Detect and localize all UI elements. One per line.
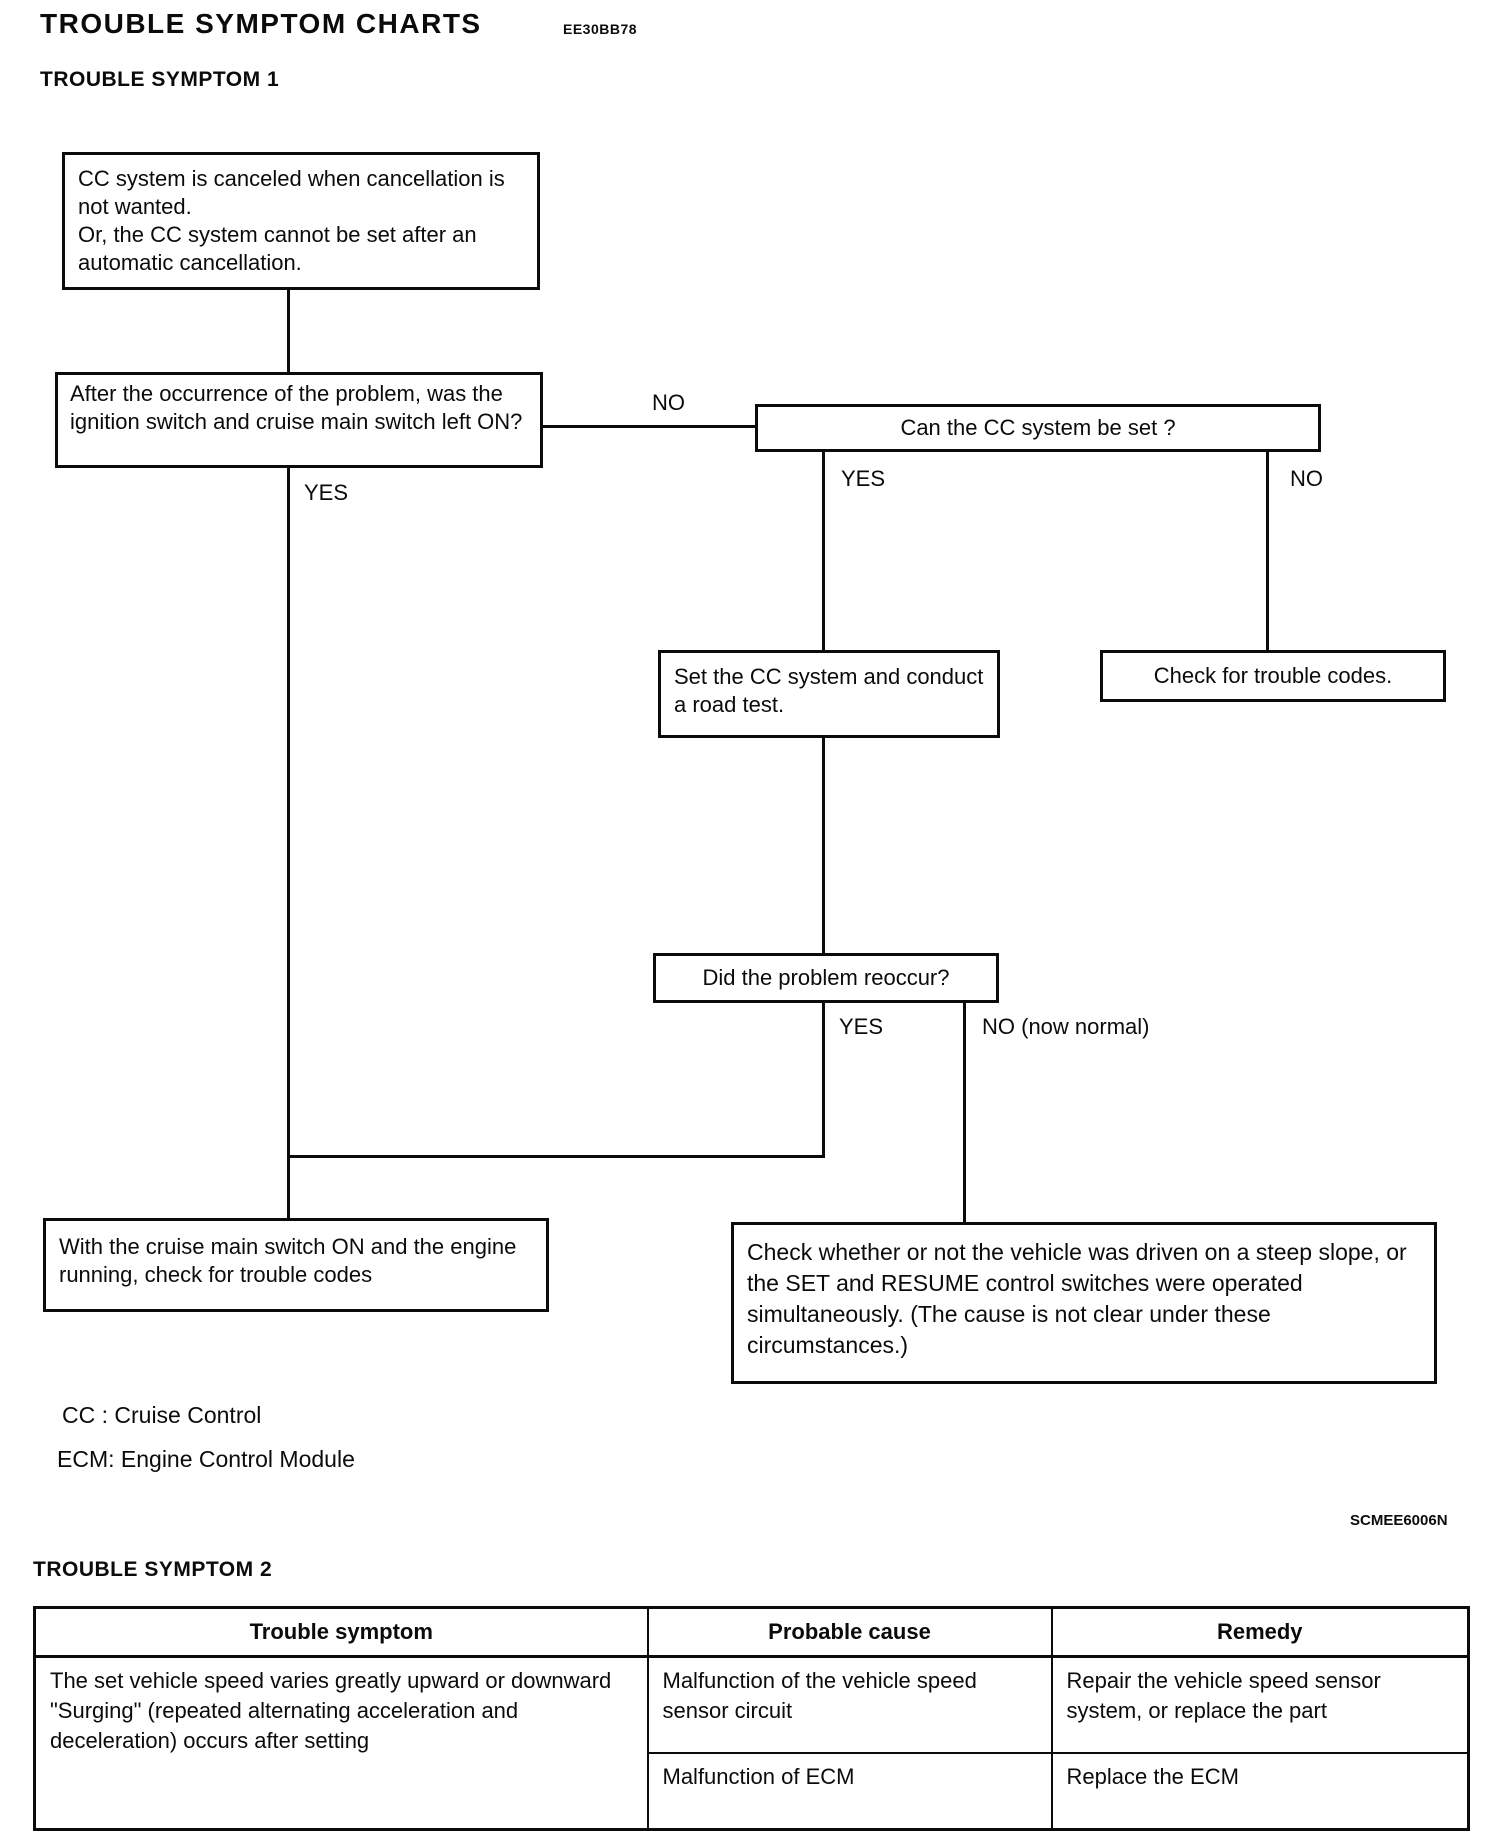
- table-header-cause: Probable cause: [646, 1606, 1053, 1658]
- connector-ignition-yes-long: [287, 460, 290, 1225]
- table-symptom-line: "Surging" (repeated alternating accelera…: [50, 1698, 519, 1753]
- table-cell-cause-1: Malfunction of the vehicle speed sensor …: [646, 1655, 1053, 1754]
- flow-label-no-1: NO: [649, 390, 688, 416]
- connector-roadtest-to-reoccur: [822, 735, 825, 957]
- flow-box-check-codes-engine: With the cruise main switch ON and the e…: [43, 1218, 549, 1312]
- section-2-title: TROUBLE SYMPTOM 2: [33, 1558, 273, 1581]
- flow-label-yes-1: YES: [301, 480, 352, 506]
- page-title-code: EE30BB78: [563, 21, 638, 37]
- connector-junction: [287, 1155, 825, 1158]
- flow-label-no-3: NO (now normal): [979, 1014, 1153, 1040]
- table-header-remedy: Remedy: [1050, 1606, 1470, 1658]
- symptom2-table: Trouble symptom Probable cause Remedy Th…: [33, 1606, 1470, 1831]
- flow-label-no-2: NO: [1287, 466, 1326, 492]
- page-title: TROUBLE SYMPTOM CHARTS: [40, 8, 482, 39]
- table-cell-remedy-2: Replace the ECM: [1050, 1752, 1470, 1831]
- connector-symptom-to-ignition: [287, 272, 290, 380]
- connector-ignition-no: [540, 425, 758, 428]
- table-cell-remedy-1: Repair the vehicle speed sensor system, …: [1050, 1655, 1470, 1754]
- flow-box-road-test: Set the CC system and conduct a road tes…: [658, 650, 1000, 738]
- flow-label-yes-3: YES: [836, 1014, 887, 1040]
- symptom-line: Or, the CC system cannot be set after an…: [78, 222, 477, 275]
- flow-box-check-codes: Check for trouble codes.: [1100, 650, 1446, 702]
- table-symptom-line: The set vehicle speed varies greatly upw…: [50, 1668, 612, 1693]
- connector-canset-no: [1266, 450, 1269, 654]
- flow-box-ignition-question: After the occurrence of the problem, was…: [55, 372, 543, 468]
- connector-reoccur-no: [963, 1000, 966, 1228]
- table-cell-symptom: The set vehicle speed varies greatly upw…: [33, 1655, 649, 1831]
- table-header-symptom: Trouble symptom: [33, 1606, 649, 1658]
- flow-box-steep-slope: Check whether or not the vehicle was dri…: [731, 1222, 1437, 1384]
- legend-cc: CC : Cruise Control: [62, 1402, 262, 1428]
- connector-canset-yes: [822, 450, 825, 654]
- symptom-line: CC system is canceled when cancellation …: [78, 166, 505, 219]
- figure-code: SCMEE6006N: [1350, 1512, 1448, 1529]
- section-1-title: TROUBLE SYMPTOM 1: [40, 68, 280, 91]
- flow-box-symptom: CC system is canceled when cancellation …: [62, 152, 540, 290]
- table-cell-cause-2: Malfunction of ECM: [646, 1752, 1053, 1831]
- connector-reoccur-yes: [822, 1000, 825, 1158]
- flow-box-can-set-question: Can the CC system be set ?: [755, 404, 1321, 452]
- flow-label-yes-2: YES: [838, 466, 889, 492]
- flow-box-reoccur-question: Did the problem reoccur?: [653, 953, 999, 1003]
- legend-ecm: ECM: Engine Control Module: [57, 1446, 355, 1472]
